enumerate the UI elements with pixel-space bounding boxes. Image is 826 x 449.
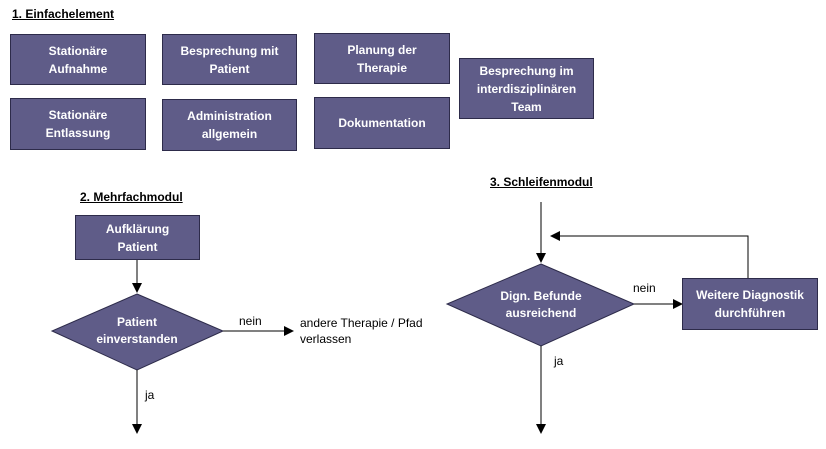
box-besprechung-team: Besprechung im interdisziplinären Team xyxy=(459,58,594,119)
label-nein-right: nein xyxy=(633,281,656,295)
box-dokumentation: Dokumentation xyxy=(314,97,450,149)
section-2-title: 2. Mehrfachmodul xyxy=(80,190,183,204)
box-aufklaerung-patient: Aufklärung Patient xyxy=(75,215,200,260)
box-planung-therapie: Planung der Therapie xyxy=(314,33,450,84)
box-stationaere-entlassung: Stationäre Entlassung xyxy=(10,98,146,150)
label-ja-left: ja xyxy=(145,388,155,402)
decision-patient-label: Patient einverstanden xyxy=(96,315,178,346)
label-andere-therapie: andere Therapie / Pfad verlassen xyxy=(300,316,423,346)
section-3-title: 3. Schleifenmodul xyxy=(490,175,593,189)
box-weitere-diagnostik: Weitere Diagnostik durchführen xyxy=(682,278,818,330)
section-1-title: 1. Einfachelement xyxy=(12,7,115,21)
box-administration: Administration allgemein xyxy=(162,99,297,151)
box-stationaere-aufnahme: Stationäre Aufnahme xyxy=(10,34,146,85)
box-besprechung-patient: Besprechung mit Patient xyxy=(162,34,297,85)
label-ja-right: ja xyxy=(554,354,564,368)
loop-back-line xyxy=(550,231,749,278)
decision-befunde-label: Dign. Befunde ausreichend xyxy=(500,289,582,320)
label-nein-left: nein xyxy=(239,314,262,328)
